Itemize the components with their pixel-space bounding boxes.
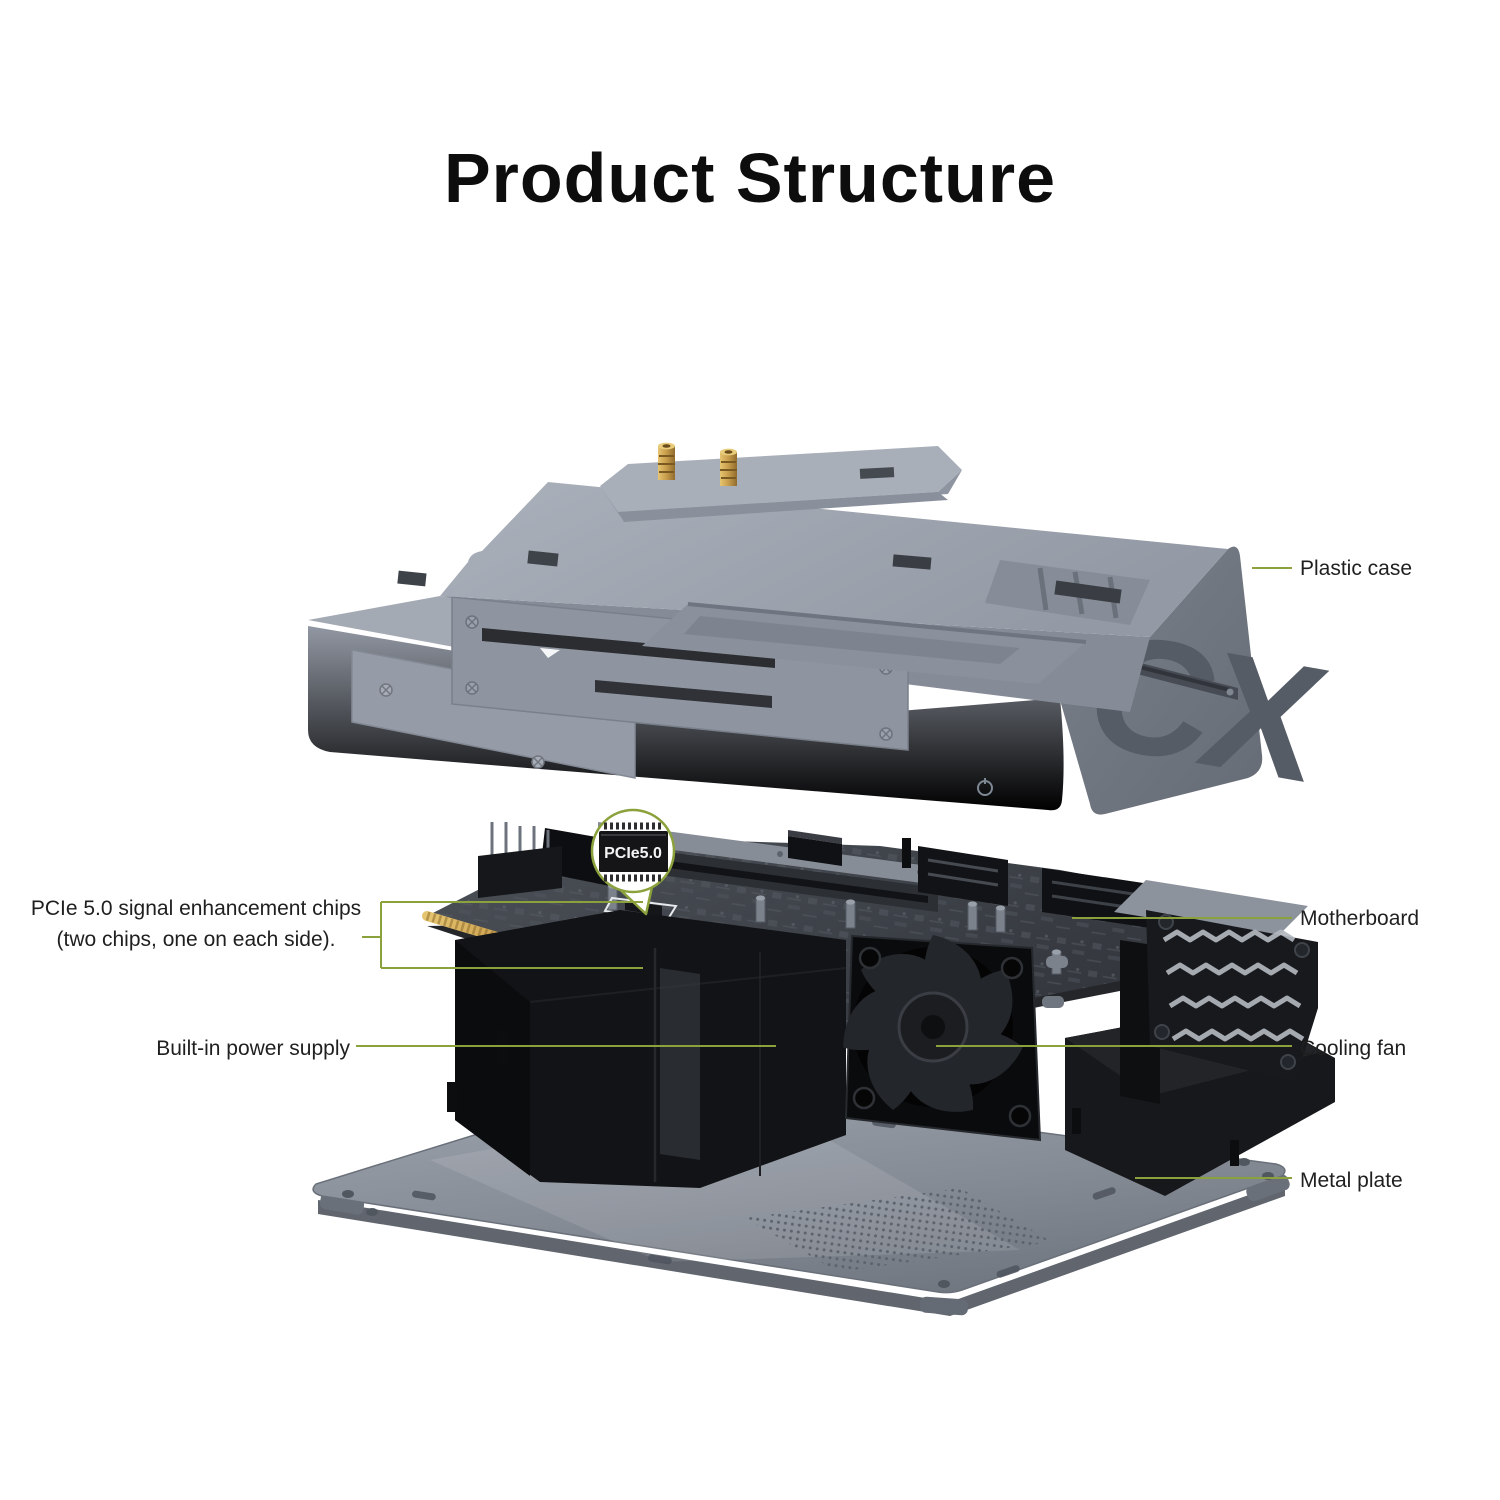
bracket-screws: [379, 683, 545, 769]
label-cooling-fan: Cooling fan: [1300, 1037, 1407, 1060]
leader-lines: [356, 567, 1292, 1179]
label-pcie-chips-line1: PCIe 5.0 signal enhancement chips: [30, 897, 362, 920]
callout-chip: PCIe5.0: [599, 822, 668, 882]
plastic-case-render: CX: [308, 442, 1342, 816]
callout-bubble: PCIe5.0: [590, 808, 676, 916]
case-top-cutouts: [397, 550, 1150, 684]
label-motherboard: Motherboard: [1300, 907, 1420, 930]
label-pcie-chips-line2: (two chips, one on each side).: [56, 928, 336, 951]
header-pins: [490, 822, 550, 870]
label-plastic-case: Plastic case: [1300, 557, 1413, 580]
riser-heatsink-render: [1042, 880, 1335, 1196]
callout-chip-label: PCIe5.0: [604, 845, 662, 862]
power-supply-render: [447, 910, 847, 1188]
case-antenna-deck: [600, 446, 962, 522]
fan-screw-holes: [852, 946, 1032, 1128]
cooling-fan-render: [832, 931, 1042, 1142]
label-pcie-chips: PCIe 5.0 signal enhancement chips (two c…: [28, 893, 364, 955]
heatsink-fins: [1162, 929, 1305, 1042]
label-metal-plate: Metal plate: [1300, 1169, 1403, 1192]
label-power-supply: Built-in power supply: [156, 1037, 350, 1060]
plate-vent-grid: [745, 1188, 1052, 1272]
page-title: Product Structure: [443, 139, 1057, 217]
case-power-mark: [977, 778, 993, 796]
leader-pcie-chips-bracket: [362, 901, 643, 969]
antenna-connectors: [658, 442, 737, 486]
